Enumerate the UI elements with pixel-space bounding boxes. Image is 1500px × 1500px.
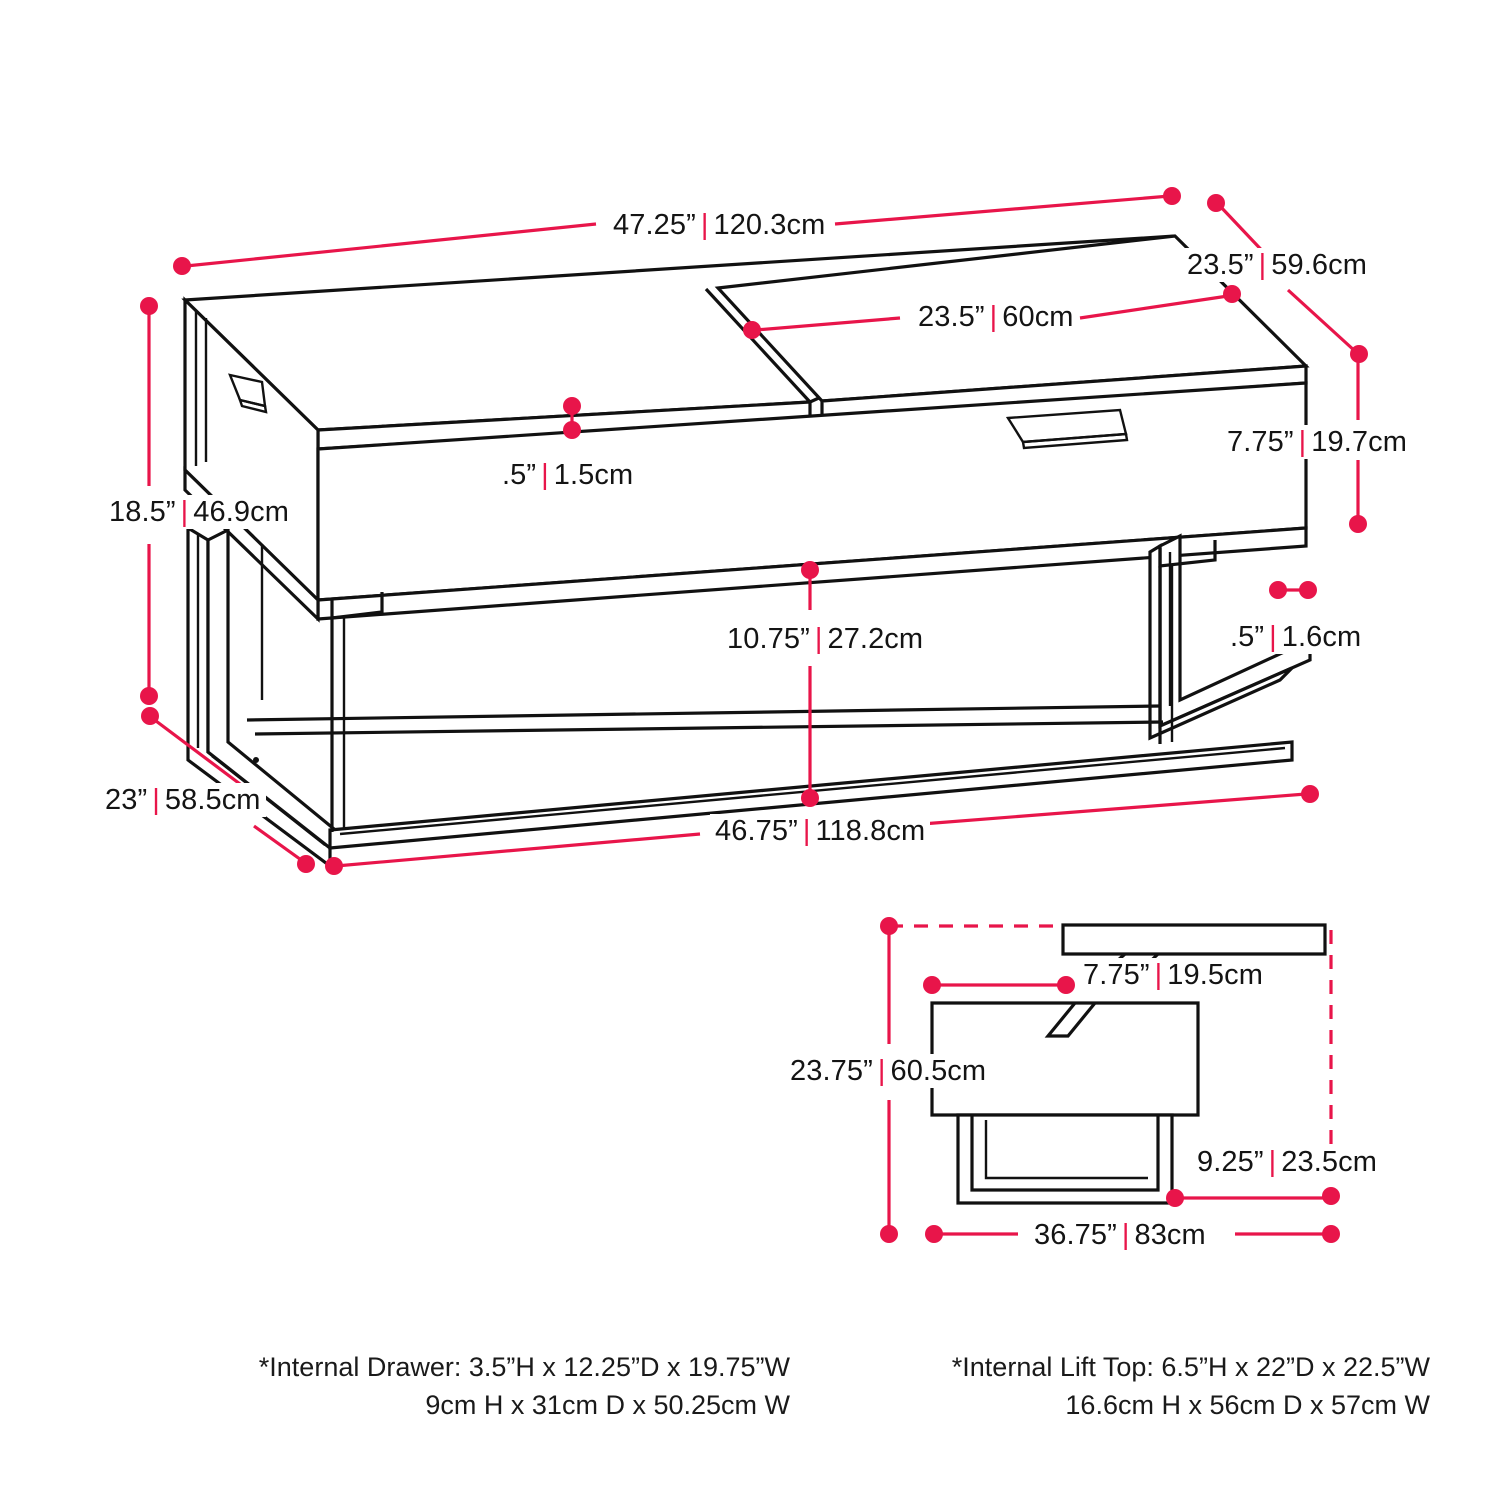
top-panel-split: [704, 287, 812, 404]
dim-value-metric: 83cm: [1134, 1219, 1206, 1251]
dim-value-imperial: .5”: [502, 459, 537, 491]
internal-lift-top-note-line1: *Internal Lift Top: 6.5”H x 22”D x 22.5”…: [951, 1352, 1430, 1382]
dim-value-imperial: 9.25”: [1197, 1146, 1264, 1178]
dim-case-height: 7.75”|19.7cm: [1222, 425, 1412, 460]
dim-top-width: 47.25”|120.3cm: [608, 208, 831, 243]
dim-side-depth: 36.75”|83cm: [1029, 1218, 1211, 1253]
side-dimension-leaders: [880, 917, 1340, 1243]
dim-value-imperial: 23”: [105, 784, 148, 816]
dim-value-imperial: 23.5”: [1187, 249, 1254, 281]
bracket-right-notch: [1158, 540, 1217, 568]
internal-drawer-note: *Internal Drawer: 3.5”H x 12.25”D x 19.7…: [200, 1348, 790, 1425]
dim-lift-top-rise: 7.75”|19.5cm: [1078, 958, 1268, 993]
dim-value-imperial: 7.75”: [1227, 426, 1294, 458]
dim-value-imperial: 36.75”: [1034, 1219, 1117, 1251]
lift-top-slab: [1061, 923, 1327, 956]
dim-value-imperial: 47.25”: [613, 209, 696, 241]
internal-lift-top-note: *Internal Lift Top: 6.5”H x 22”D x 22.5”…: [840, 1348, 1430, 1425]
dim-value-imperial: 23.5”: [918, 301, 985, 333]
dim-separator: |: [802, 815, 811, 847]
side-lift-diagonal: [1044, 1001, 1097, 1038]
internal-lift-top-note-line2: 16.6cm H x 56cm D x 57cm W: [1065, 1390, 1430, 1421]
dim-separator: |: [700, 209, 709, 241]
internal-drawer-note-line2: 9cm H x 31cm D x 50.25cm W: [425, 1390, 790, 1421]
dim-value-metric: 1.6cm: [1281, 621, 1362, 653]
dim-value-metric: 59.6cm: [1271, 249, 1367, 281]
dim-separator: |: [1154, 959, 1163, 991]
dim-separator: |: [1121, 1219, 1130, 1251]
dim-value-metric: 118.8cm: [815, 815, 926, 847]
dim-separator: |: [1269, 621, 1277, 653]
dim-top-panel-depth: 23.5”|60cm: [913, 300, 1079, 335]
base-mid-rail-line: [246, 704, 1161, 722]
dim-value-metric: 60.5cm: [890, 1055, 987, 1087]
dim-frame-tube-thickness: .5”|1.6cm: [1225, 620, 1367, 655]
case-left-side-inner: [194, 310, 208, 466]
side-base-inner-2: [984, 1120, 1148, 1180]
dim-top-thickness: .5”|1.5cm: [497, 458, 639, 493]
base-mid-rail-line2: [254, 720, 1164, 736]
dim-value-metric: 27.2cm: [827, 623, 924, 655]
dim-separator: |: [152, 784, 160, 816]
side-base-inner: [970, 1115, 1160, 1192]
dim-separator: |: [180, 496, 189, 528]
dim-value-metric: 60cm: [1002, 301, 1074, 333]
dim-value-imperial: 7.75”: [1083, 959, 1150, 991]
dim-value-imperial: 46.75”: [715, 815, 798, 847]
dim-value-metric: 19.5cm: [1167, 959, 1263, 991]
dim-clearance-under-case: 10.75”|27.2cm: [722, 622, 929, 657]
dim-separator: |: [814, 623, 823, 655]
dim-value-metric: 120.3cm: [713, 209, 826, 241]
dim-overall-height-to-case: 18.5”|46.9cm: [104, 495, 294, 530]
dim-separator: |: [989, 301, 998, 333]
dim-separator: |: [877, 1055, 886, 1087]
dim-base-leg-height: 9.25”|23.5cm: [1192, 1145, 1382, 1180]
dim-value-metric: 19.7cm: [1311, 426, 1407, 458]
dim-separator: |: [1268, 1146, 1277, 1178]
left-handle-recess-2: [238, 398, 268, 414]
dim-value-imperial: 10.75”: [727, 623, 810, 655]
side-elevation-drawing: [930, 923, 1327, 1205]
dim-base-depth: 23”|58.5cm: [100, 783, 266, 818]
dim-base-width: 46.75”|118.8cm: [710, 814, 931, 849]
dim-extended-width: 23.75”|60.5cm: [785, 1054, 992, 1089]
dim-value-metric: 1.5cm: [553, 459, 634, 491]
bracket-left-notch: [330, 592, 384, 620]
perspective-dimension-leaders: [140, 187, 1368, 875]
dim-value-metric: 46.9cm: [193, 496, 289, 528]
dim-value-imperial: 23.75”: [790, 1055, 873, 1087]
dim-value-metric: 58.5cm: [164, 784, 261, 816]
dim-separator: |: [1298, 426, 1307, 458]
fastener-mark: [253, 757, 259, 763]
dim-value-imperial: 18.5”: [109, 496, 176, 528]
dim-top-depth-right: 23.5”|59.6cm: [1182, 248, 1372, 283]
dim-value-imperial: .5”: [1230, 621, 1265, 653]
drawer-handle: [1005, 408, 1129, 450]
dim-separator: |: [1258, 249, 1267, 281]
internal-drawer-note-line1: *Internal Drawer: 3.5”H x 12.25”D x 19.7…: [258, 1352, 790, 1382]
dim-value-metric: 23.5cm: [1281, 1146, 1377, 1178]
dim-separator: |: [541, 459, 549, 491]
